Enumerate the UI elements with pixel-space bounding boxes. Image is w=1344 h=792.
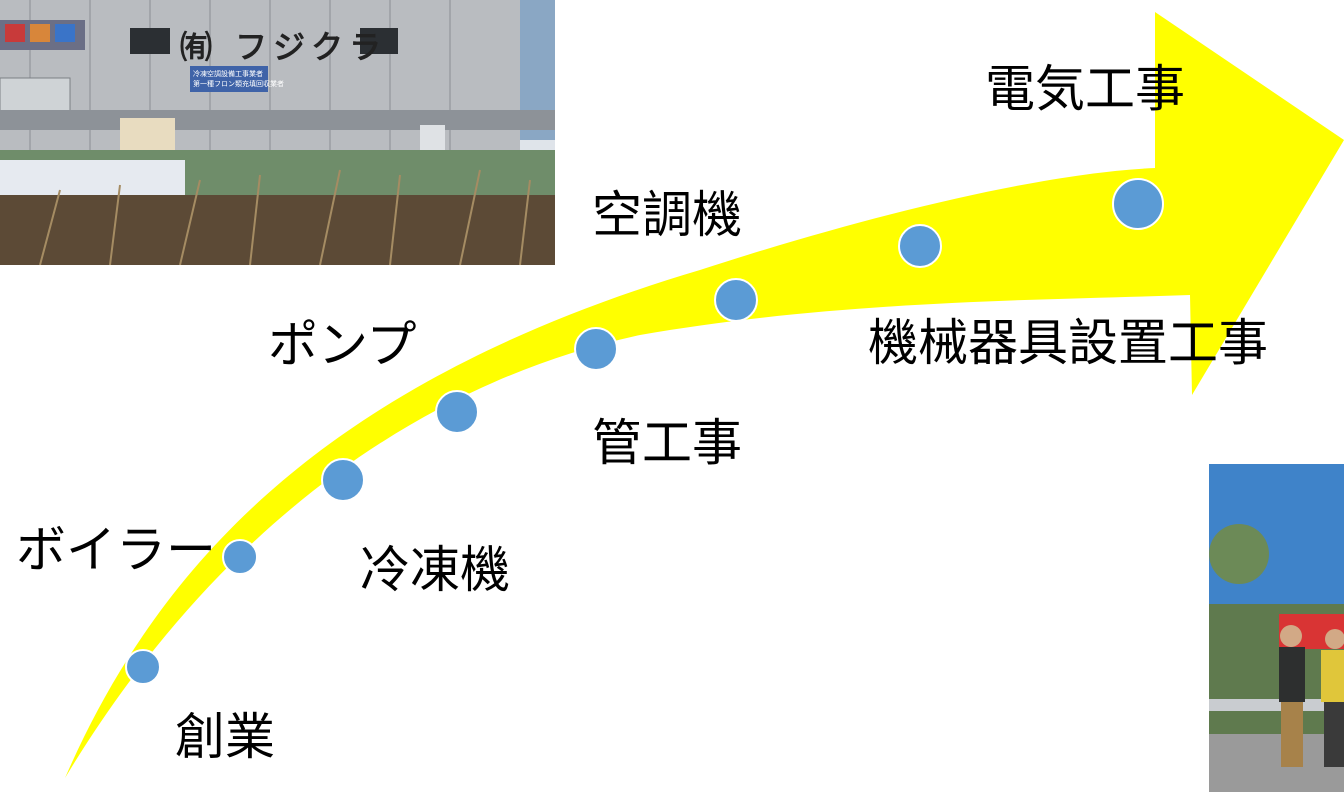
label-electrical: 電気工事 [985, 60, 1185, 118]
milestone-dot-founding [125, 649, 161, 685]
label-founding: 創業 [175, 708, 275, 766]
sign-line-1: 冷凍空調設備工事業者 [193, 70, 263, 78]
company-sign: ㈲ フジクラ [180, 28, 388, 66]
milestone-dot-refrigerator [321, 458, 365, 502]
arrow-shape [65, 12, 1344, 778]
milestone-dots [125, 178, 1164, 685]
milestone-dot-machinery [898, 224, 942, 268]
milestone-dot-air-conditioner [714, 278, 758, 322]
team-photo [1209, 464, 1344, 792]
sign-line-2: 第一種フロン類充填回収業者 [193, 80, 284, 88]
label-piping: 管工事 [592, 414, 742, 472]
milestone-dot-pump [435, 390, 479, 434]
label-air-conditioner: 空調機 [592, 186, 742, 244]
label-pump: ポンプ [268, 316, 417, 374]
label-boiler: ボイラー [16, 521, 216, 579]
label-machinery-install: 機械器具設置工事 [868, 314, 1268, 372]
label-refrigerator: 冷凍機 [360, 541, 510, 599]
milestone-dot-boiler [222, 539, 258, 575]
milestone-dot-piping [574, 327, 618, 371]
building-photo: ㈲ フジクラ 冷凍空調設備工事業者 第一種フロン類充填回収業者 [0, 0, 555, 265]
milestone-dot-electrical [1112, 178, 1164, 230]
